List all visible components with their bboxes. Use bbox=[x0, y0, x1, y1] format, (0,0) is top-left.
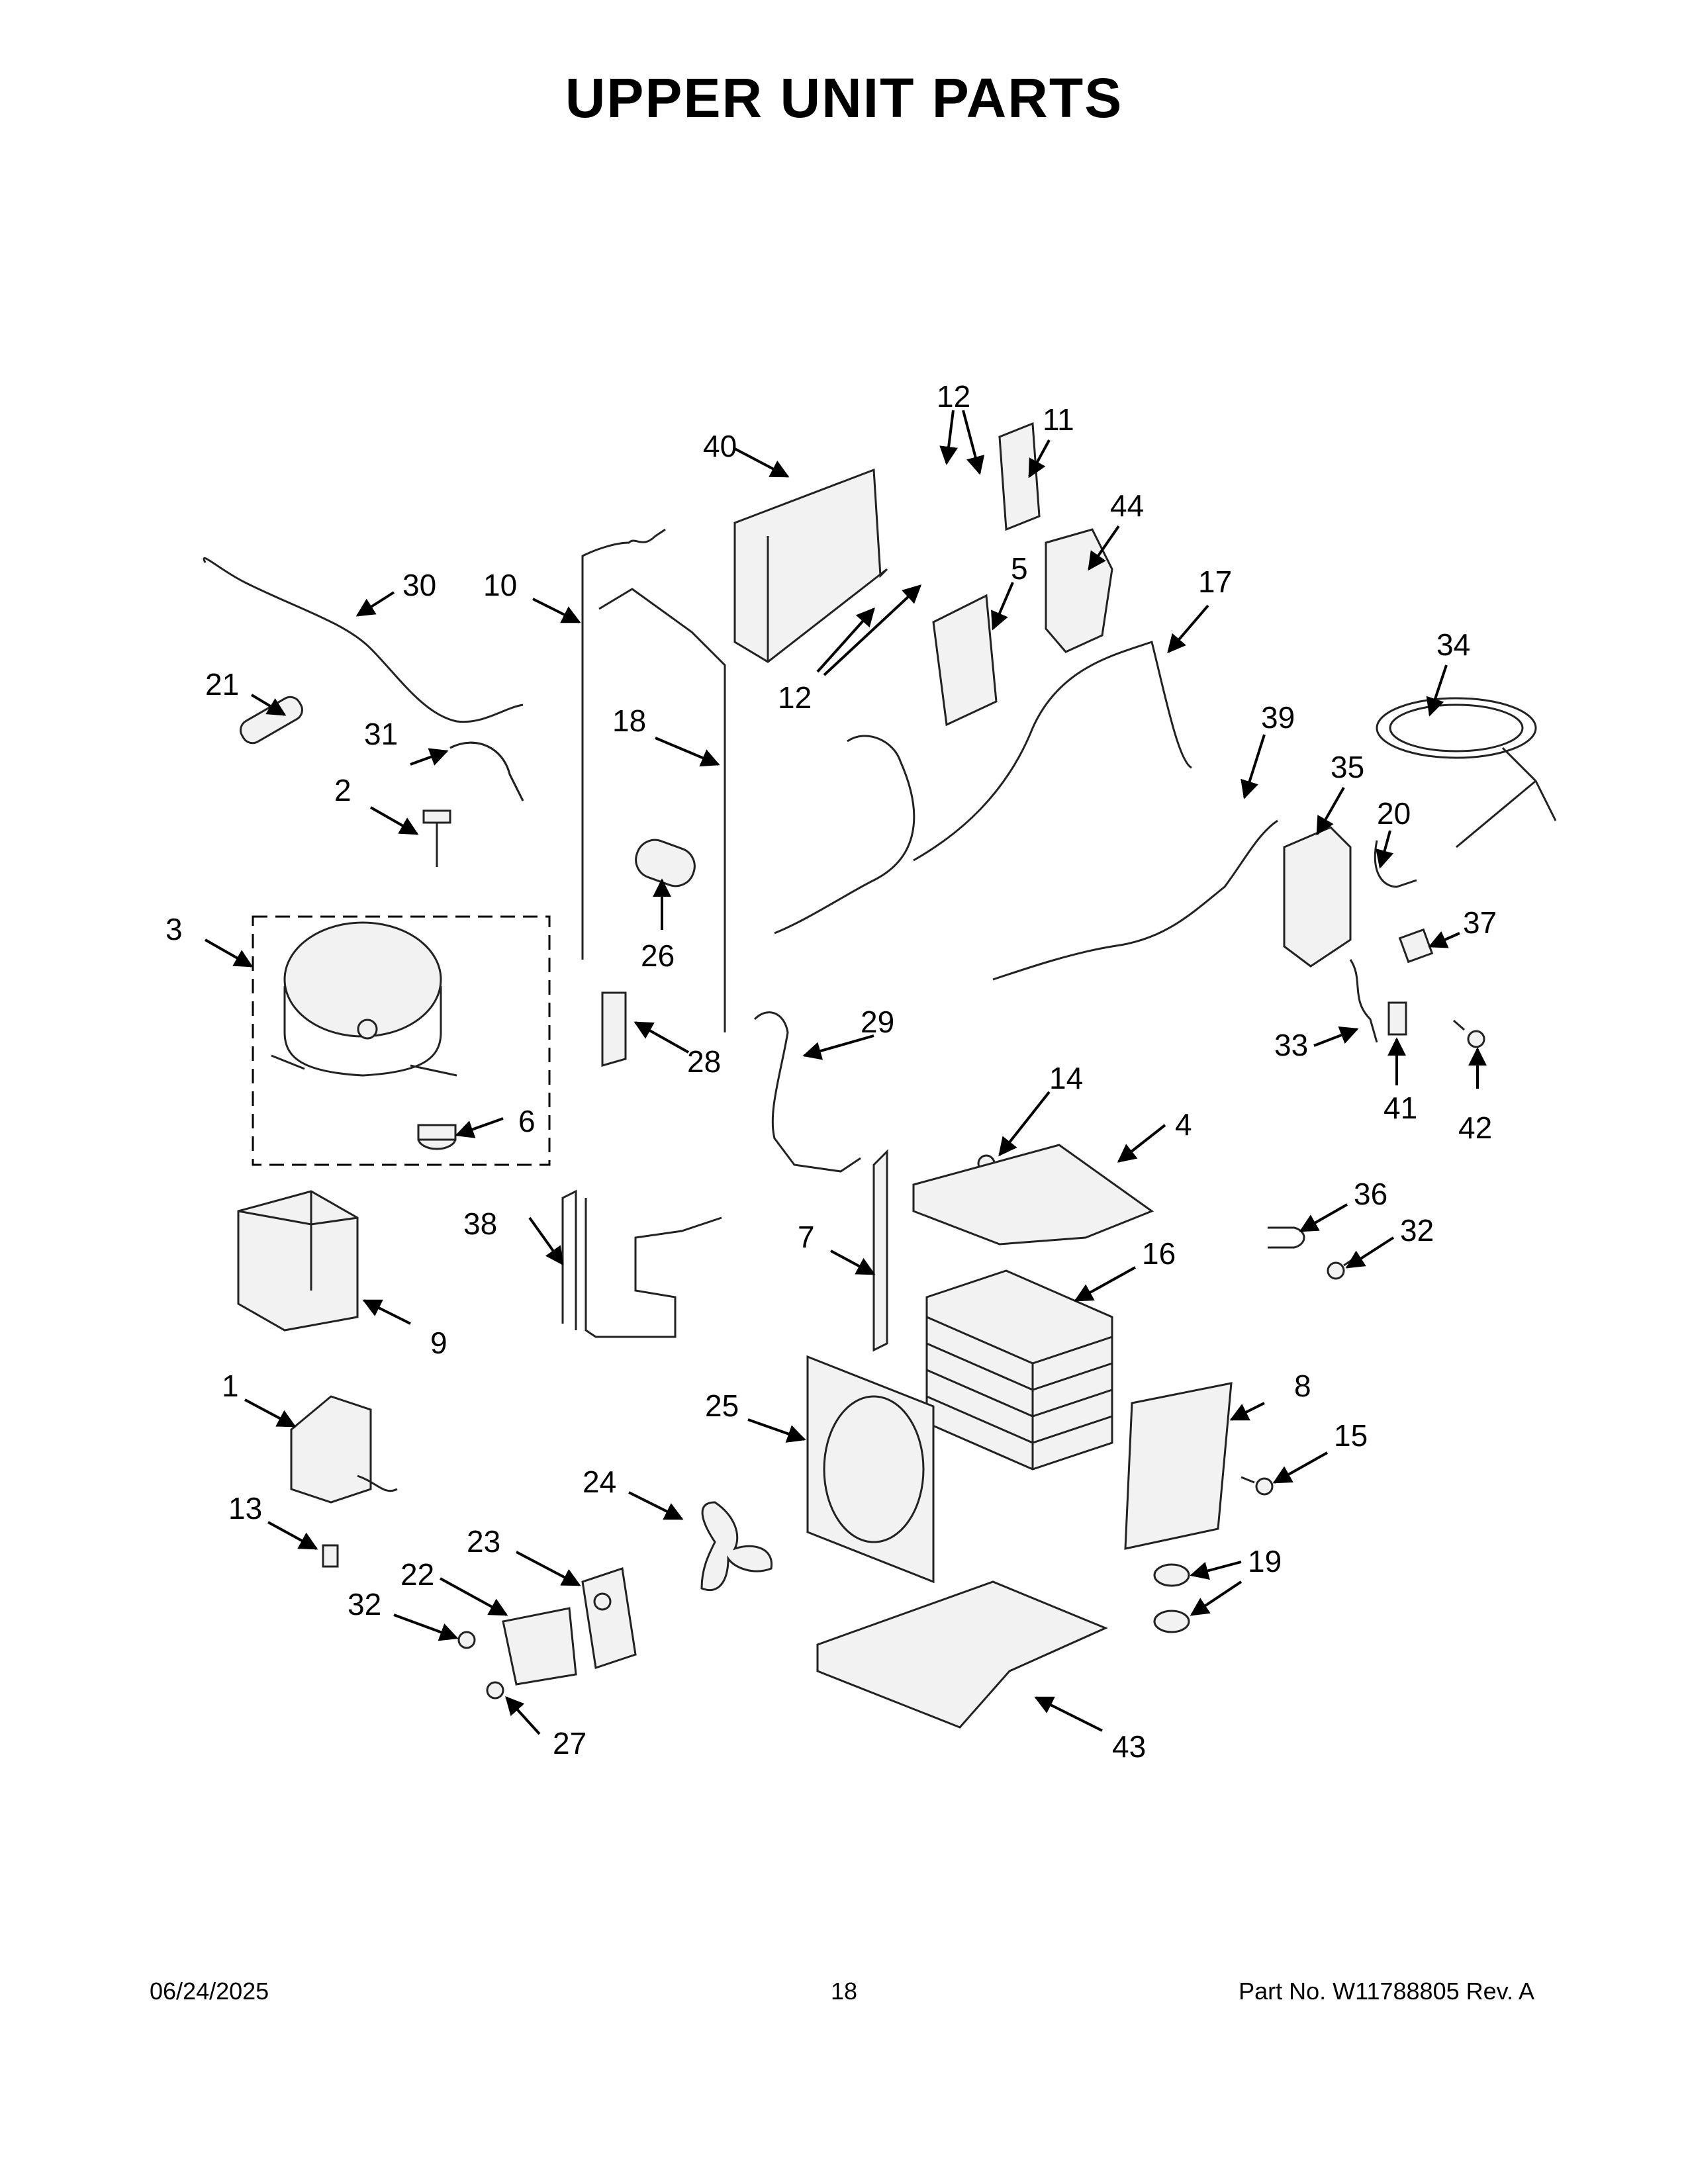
callout-34: 34 bbox=[1436, 627, 1470, 662]
callout-38: 38 bbox=[463, 1206, 497, 1241]
part-30-tube bbox=[203, 557, 524, 723]
part-34-power-cord bbox=[1376, 697, 1557, 848]
callout-19: 19 bbox=[1248, 1544, 1282, 1578]
part-37-switch bbox=[1398, 928, 1434, 964]
callout-32-left: 32 bbox=[348, 1587, 381, 1621]
leader-arrows bbox=[205, 410, 1487, 1735]
part-7-strip bbox=[872, 1149, 888, 1352]
part-20-sensor bbox=[1374, 840, 1417, 888]
part-23-fan-motor bbox=[581, 1567, 637, 1669]
part-32-screw-right bbox=[1327, 1257, 1354, 1280]
part-31-hose bbox=[449, 741, 524, 801]
callout-37: 37 bbox=[1463, 905, 1497, 940]
callout-16: 16 bbox=[1142, 1236, 1176, 1271]
callout-12a: 12 bbox=[937, 379, 970, 414]
callout-25: 25 bbox=[705, 1388, 739, 1423]
part-36-clip bbox=[1268, 1226, 1305, 1249]
footer-part-number: Part No. W11788805 Rev. A bbox=[1239, 1978, 1534, 2005]
part-38-tubing bbox=[561, 1189, 722, 1338]
callout-27: 27 bbox=[553, 1726, 586, 1760]
callout-31: 31 bbox=[364, 717, 398, 751]
part-27-screw bbox=[486, 1681, 504, 1700]
callout-3: 3 bbox=[165, 912, 183, 946]
callout-24: 24 bbox=[583, 1465, 616, 1499]
part-40-panel bbox=[733, 468, 888, 663]
part-4-cover bbox=[912, 1144, 1154, 1246]
part-3-compressor bbox=[271, 921, 457, 1077]
part-33-connector bbox=[1349, 959, 1378, 1043]
callout-9: 9 bbox=[430, 1326, 447, 1360]
callout-28: 28 bbox=[687, 1044, 721, 1079]
callout-5: 5 bbox=[1011, 551, 1028, 586]
callout-41: 41 bbox=[1383, 1091, 1417, 1125]
callout-44: 44 bbox=[1110, 488, 1144, 523]
callout-2: 2 bbox=[334, 773, 352, 807]
part-11-board bbox=[998, 422, 1041, 531]
part-10-tube bbox=[581, 528, 666, 960]
callout-12b: 12 bbox=[778, 680, 812, 715]
callout-23: 23 bbox=[467, 1524, 500, 1559]
part-42-screw bbox=[1453, 1019, 1485, 1048]
part-3-compressor-box bbox=[252, 915, 551, 1166]
callout-32-right: 32 bbox=[1400, 1213, 1434, 1248]
footer-date: 06/24/2025 bbox=[150, 1978, 269, 2005]
callout-7: 7 bbox=[798, 1220, 815, 1254]
callout-36: 36 bbox=[1354, 1177, 1387, 1211]
part-5-board bbox=[932, 594, 998, 727]
part-17-harness bbox=[774, 641, 1192, 934]
callout-4: 4 bbox=[1175, 1107, 1192, 1142]
callout-18: 18 bbox=[612, 704, 646, 738]
callout-6: 6 bbox=[518, 1104, 536, 1138]
part-25-fan-shroud bbox=[806, 1355, 935, 1584]
callout-8: 8 bbox=[1294, 1369, 1311, 1403]
part-8-shroud bbox=[1124, 1382, 1233, 1550]
part-43-drain-pan bbox=[816, 1580, 1108, 1729]
part-13-clip bbox=[322, 1544, 339, 1568]
callout-21: 21 bbox=[205, 667, 239, 702]
callout-33: 33 bbox=[1274, 1028, 1308, 1062]
callout-30: 30 bbox=[402, 568, 436, 602]
callout-15: 15 bbox=[1334, 1418, 1368, 1453]
part-1-relay bbox=[290, 1395, 398, 1504]
callout-1: 1 bbox=[222, 1369, 239, 1403]
callout-13: 13 bbox=[228, 1491, 262, 1525]
callout-10: 10 bbox=[483, 568, 517, 602]
part-18-wire bbox=[598, 588, 726, 1032]
part-19-grommets bbox=[1153, 1563, 1190, 1633]
callout-20: 20 bbox=[1377, 796, 1411, 831]
page-title: UPPER UNIT PARTS bbox=[565, 67, 1123, 129]
part-29-valve bbox=[753, 1011, 861, 1173]
callout-39: 39 bbox=[1261, 700, 1295, 735]
part-6-grommet bbox=[417, 1124, 457, 1150]
callout-42: 42 bbox=[1458, 1111, 1492, 1145]
part-24-fan-blade bbox=[700, 1501, 773, 1592]
part-16-condenser bbox=[925, 1269, 1113, 1471]
callout-40: 40 bbox=[703, 429, 737, 463]
callout-26: 26 bbox=[641, 938, 675, 973]
callout-22: 22 bbox=[400, 1557, 434, 1592]
part-35-bracket bbox=[1283, 826, 1352, 968]
part-39-harness bbox=[992, 819, 1278, 981]
part-21-filter-drier bbox=[240, 696, 303, 745]
callout-labels: 1 2 3 4 5 6 7 8 9 10 11 12 12 12 13 14 1… bbox=[165, 379, 1497, 1764]
callout-17: 17 bbox=[1198, 565, 1232, 599]
callout-43: 43 bbox=[1112, 1729, 1146, 1764]
part-32-screw-left bbox=[457, 1631, 476, 1649]
part-28-bracket bbox=[601, 991, 627, 1067]
footer-page-number: 18 bbox=[830, 1978, 858, 2005]
callout-14: 14 bbox=[1049, 1061, 1083, 1095]
part-41-switch bbox=[1387, 1001, 1407, 1036]
part-26-cylinder bbox=[635, 839, 696, 887]
part-2-valve bbox=[422, 809, 451, 867]
part-22-bracket bbox=[502, 1607, 577, 1686]
part-9-module bbox=[237, 1190, 359, 1332]
part-15-screw bbox=[1241, 1476, 1274, 1496]
callout-35: 35 bbox=[1331, 750, 1364, 784]
callout-11: 11 bbox=[1043, 402, 1074, 437]
callout-29: 29 bbox=[861, 1005, 894, 1039]
